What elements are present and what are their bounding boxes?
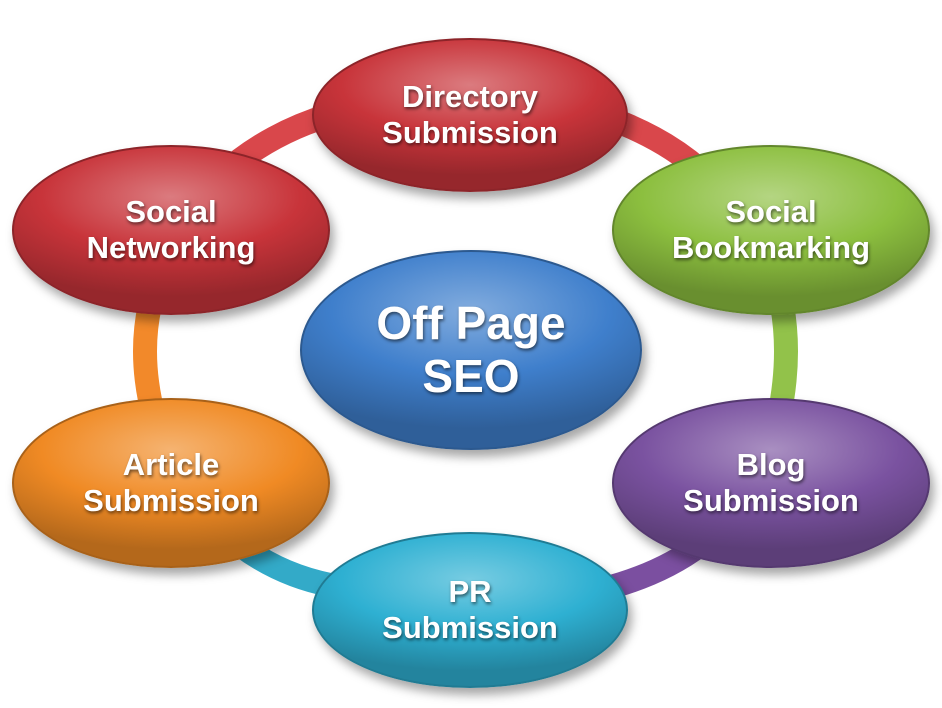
node-label-line2: Submission xyxy=(83,483,259,518)
directory-submission-node: Directory Submission xyxy=(312,38,628,192)
off-page-seo-center-node: Off Page SEO xyxy=(300,250,642,450)
center-label-line2: SEO xyxy=(422,350,520,402)
node-label-line1: Social xyxy=(125,194,217,230)
connector-bookmarking-to-blog xyxy=(770,293,798,412)
node-label-line1: Blog xyxy=(736,447,806,483)
social-bookmarking-node: Social Bookmarking xyxy=(612,145,930,315)
blog-submission-node: Blog Submission xyxy=(612,398,930,568)
connector-article-to-networking xyxy=(133,293,162,412)
social-networking-node: Social Networking xyxy=(12,145,330,315)
node-label-line2: Submission xyxy=(382,610,558,645)
node-label-line2: Submission xyxy=(382,115,558,150)
pr-submission-node: PR Submission xyxy=(312,532,628,688)
node-label-line2: Submission xyxy=(683,483,859,518)
node-label-line2: Bookmarking xyxy=(671,230,871,265)
center-label-line1: Off Page xyxy=(376,297,566,350)
node-label-line1: PR xyxy=(448,574,492,610)
node-label-line1: Social xyxy=(725,194,817,230)
node-label-line1: Article xyxy=(122,447,220,483)
node-label-line2: Networking xyxy=(86,230,256,265)
article-submission-node: Article Submission xyxy=(12,398,330,568)
node-label-line1: Directory xyxy=(401,79,539,115)
